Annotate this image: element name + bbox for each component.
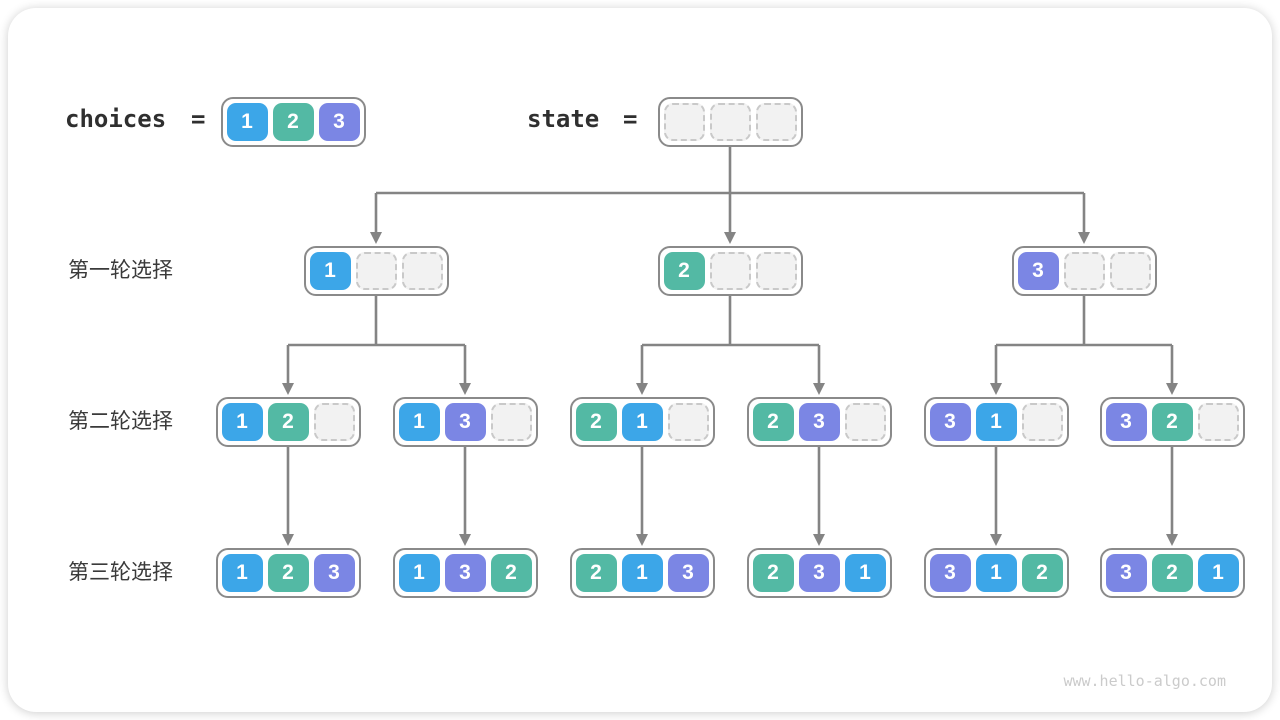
value-cell: 3: [1105, 403, 1147, 441]
value-cell: 2: [267, 554, 309, 592]
round-1-label: 第一轮选择: [68, 259, 173, 282]
empty-slot: [1109, 252, 1151, 290]
empty-slot: [755, 252, 797, 290]
value-cell: 2: [575, 554, 617, 592]
empty-slot: [1063, 252, 1105, 290]
empty-slot: [313, 403, 355, 441]
value-cell: 3: [313, 554, 355, 592]
empty-slot: [355, 252, 397, 290]
value-cell: 2: [752, 403, 794, 441]
state-label: state: [527, 105, 600, 133]
value-cell: 1: [975, 554, 1017, 592]
empty-slot: [755, 103, 797, 141]
state-array: [657, 97, 803, 147]
empty-slot: [1021, 403, 1063, 441]
empty-slot: [663, 103, 705, 141]
value-cell: 2: [1021, 554, 1063, 592]
value-cell: 3: [929, 554, 971, 592]
empty-slot: [709, 252, 751, 290]
value-cell: 3: [929, 403, 971, 441]
value-cell: 3: [318, 103, 360, 141]
value-cell: 1: [621, 554, 663, 592]
value-cell: 1: [398, 554, 440, 592]
value-cell: 1: [975, 403, 1017, 441]
value-cell: 3: [667, 554, 709, 592]
value-cell: 3: [798, 403, 840, 441]
empty-slot: [844, 403, 886, 441]
empty-slot: [401, 252, 443, 290]
value-cell: 1: [398, 403, 440, 441]
value-cell: 2: [490, 554, 532, 592]
value-cell: 3: [798, 554, 840, 592]
value-cell: 2: [267, 403, 309, 441]
value-cell: 1: [221, 554, 263, 592]
value-cell: 1: [1197, 554, 1239, 592]
empty-slot: [1197, 403, 1239, 441]
value-cell: 2: [1151, 554, 1193, 592]
watermark-url: www.hello-algo.com: [1063, 672, 1226, 690]
value-cell: 1: [844, 554, 886, 592]
value-cell: 3: [1105, 554, 1147, 592]
value-cell: 3: [444, 403, 486, 441]
round-2-label: 第二轮选择: [68, 410, 173, 433]
value-cell: 1: [226, 103, 268, 141]
value-cell: 2: [663, 252, 705, 290]
value-cell: 1: [309, 252, 351, 290]
empty-slot: [490, 403, 532, 441]
state-equals-sign: =: [623, 105, 638, 133]
value-cell: 2: [575, 403, 617, 441]
empty-slot: [709, 103, 751, 141]
value-cell: 3: [444, 554, 486, 592]
tree-node: 3: [1011, 246, 1157, 296]
value-cell: 2: [272, 103, 314, 141]
value-cell: 1: [221, 403, 263, 441]
empty-slot: [667, 403, 709, 441]
round-3-label: 第三轮选择: [68, 561, 173, 584]
value-cell: 2: [752, 554, 794, 592]
tree-node: 1: [303, 246, 449, 296]
choices-label: choices: [65, 105, 167, 133]
value-cell: 2: [1151, 403, 1193, 441]
choices-equals-sign: =: [191, 105, 206, 133]
tree-node: 2: [657, 246, 803, 296]
value-cell: 3: [1017, 252, 1059, 290]
value-cell: 1: [621, 403, 663, 441]
diagram-card: choices = state = 第一轮选择 第二轮选择 第三轮选择 www.…: [8, 8, 1272, 712]
